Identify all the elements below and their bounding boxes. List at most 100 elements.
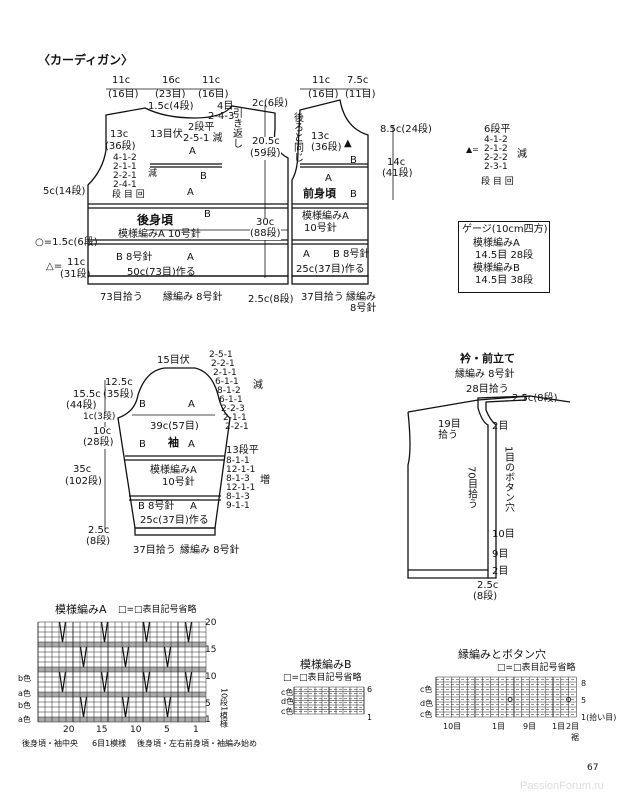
neckdec-head: 6段平 (484, 124, 511, 135)
front-A-top: A (325, 173, 332, 184)
sleeve-B-mid: B (139, 439, 146, 450)
sleeve-pick: 37目拾う (133, 545, 176, 556)
sleeve-inc-3: 8-1-3 (226, 474, 250, 484)
front-rib2: 8号針 (350, 303, 377, 314)
gauge-a: 模様編みA (473, 238, 520, 249)
sleeve-A-cap: A (188, 399, 195, 410)
sleeve-bind: 15目伏 (157, 355, 190, 366)
chartA-color-3: b色 (18, 701, 32, 710)
back-B-top: B (200, 171, 207, 182)
watermark: PassionForum.ru (520, 780, 604, 792)
chartC-col-1a: 1目 (492, 722, 506, 731)
sleeve-pattern1: 模様編みA (150, 465, 197, 476)
slip-stitch-symbol (184, 621, 193, 643)
chartA-color-4: a色 (18, 715, 31, 724)
front-B-top: B (350, 155, 357, 166)
neckdec-row-3: 2-2-2 (484, 153, 508, 163)
sleeve-inc-4: 12-1-1 (226, 483, 256, 493)
back-pattern: 模様編みA 10号針 (118, 229, 201, 240)
sleeve-capdec-3: 2-1-1 (213, 368, 237, 378)
chartC-row-8: 8 (581, 679, 587, 688)
sleeve-b8: B 8号針 (138, 501, 175, 512)
neckdec-row-1: 4-1-2 (484, 135, 508, 145)
sleeve-len-r: (102段) (65, 476, 102, 488)
back-body-outline (87, 105, 289, 277)
back-hold: 4目 (217, 101, 234, 112)
slip-stitch-symbol (100, 621, 109, 643)
back-A-mid: A (187, 187, 194, 198)
chartA-col-1: 1 (193, 725, 199, 735)
chartA-col-15: 15 (96, 725, 108, 735)
front-top-s1: (16目) (308, 89, 339, 100)
gauge-title: ゲージ(10cm四方) (462, 224, 548, 235)
sleeve-rib: 2.5c (88, 525, 110, 536)
back-b8: B 8号針 (116, 252, 153, 263)
back-dec-3: 2-2-1 (113, 171, 137, 181)
chartA-color-1: b色 (18, 674, 32, 683)
sleeve-ten: 10c (93, 426, 112, 438)
collar-two-b: 2目 (492, 566, 509, 577)
sleeve-width: 39c(57目) (150, 421, 199, 433)
front-top-w1: 11c (312, 75, 331, 86)
back-short-rows: 2-4-3 (208, 111, 235, 122)
sleeve-flat: 13段平 (226, 445, 259, 456)
sleeve-cap-label: 減 (253, 380, 263, 391)
front-rib1: 縁編み (346, 292, 376, 303)
collar-title: 衿・前立て (460, 352, 515, 365)
sleeve-ten-r: (28段) (83, 437, 114, 449)
sleeve-rib-label: 縁編み 8号針 (180, 545, 240, 556)
back-side5: 5c(14段) (43, 186, 86, 197)
back-armhole-r: (36段) (105, 141, 136, 152)
buttonhole-symbol (507, 697, 513, 702)
chartB-title: 模様編みB (300, 658, 352, 671)
chartB-color-1: c色 (281, 688, 294, 697)
back-rib: 縁編み 8号針 (163, 292, 223, 303)
sleeve-A-bottom: A (190, 501, 197, 512)
back-top-s2: (23目) (155, 89, 186, 100)
back-A-bottom: A (187, 252, 194, 263)
dim-arm: 20.5c (252, 136, 280, 148)
gauge-box: ゲージ(10cm四方) 模様編みA 14.5目 28段 模様編みB 14.5目 … (458, 221, 550, 293)
front-band (477, 396, 526, 579)
chartB-color-2: d色 (281, 697, 295, 706)
chartC-bottom: 裾 (571, 733, 579, 742)
collar-btn: 1目のボタン穴 (502, 446, 514, 513)
chartC-title: 縁編みとボタン穴 (458, 648, 546, 661)
slip-stitch-symbol (79, 696, 88, 718)
slip-stitch-symbol (163, 696, 172, 718)
collar-pick70: 70目拾う (465, 466, 477, 509)
chartA-col-5: 5 (164, 725, 170, 735)
back-dec-4: 2-4-1 (113, 180, 137, 190)
neckdec-sym: ▲= (466, 145, 479, 154)
gauge-b-v: 14.5目 38段 (475, 275, 534, 286)
dim-body-r: (88段) (250, 228, 281, 240)
front-side-r: (41段) (382, 168, 413, 179)
collar-w: 2.5c(8段) (512, 393, 558, 404)
sleeve-len: 35c (73, 464, 92, 476)
back-name: 後身頃 (137, 213, 174, 227)
collar-pick19b: 拾う (438, 430, 458, 441)
front-neck-mark: ▲ (344, 138, 352, 149)
front-cast: 25c(37目)作る (296, 264, 365, 275)
dim-rib: 2.5c(8段) (248, 294, 294, 305)
chartA-row-1: 1 (205, 715, 211, 725)
back-B-mid: B (204, 209, 211, 220)
chartA-col-20: 20 (63, 725, 75, 735)
front-top-s2: (11目) (345, 89, 376, 100)
back-tri: △= (46, 261, 63, 272)
back-circ: ○=1.5c(6段) (35, 237, 98, 248)
collar-pick28: 28目拾う (466, 384, 509, 395)
back-top-w3: 11c (202, 75, 221, 86)
slip-stitch-symbol (121, 646, 130, 668)
back-armhole-h: 13c (110, 129, 129, 140)
chartC-col-2: 2目 (566, 722, 580, 731)
front-neck-v: 8.5c(24段) (380, 124, 432, 135)
front-A-bottom: A (303, 249, 310, 260)
sleeve-inc-5: 8-1-3 (226, 492, 250, 502)
sleeve-B-cap: B (139, 399, 146, 410)
sleeve-inc-1: 8-1-1 (226, 456, 250, 466)
dim-arm-r: (59段) (250, 148, 281, 160)
